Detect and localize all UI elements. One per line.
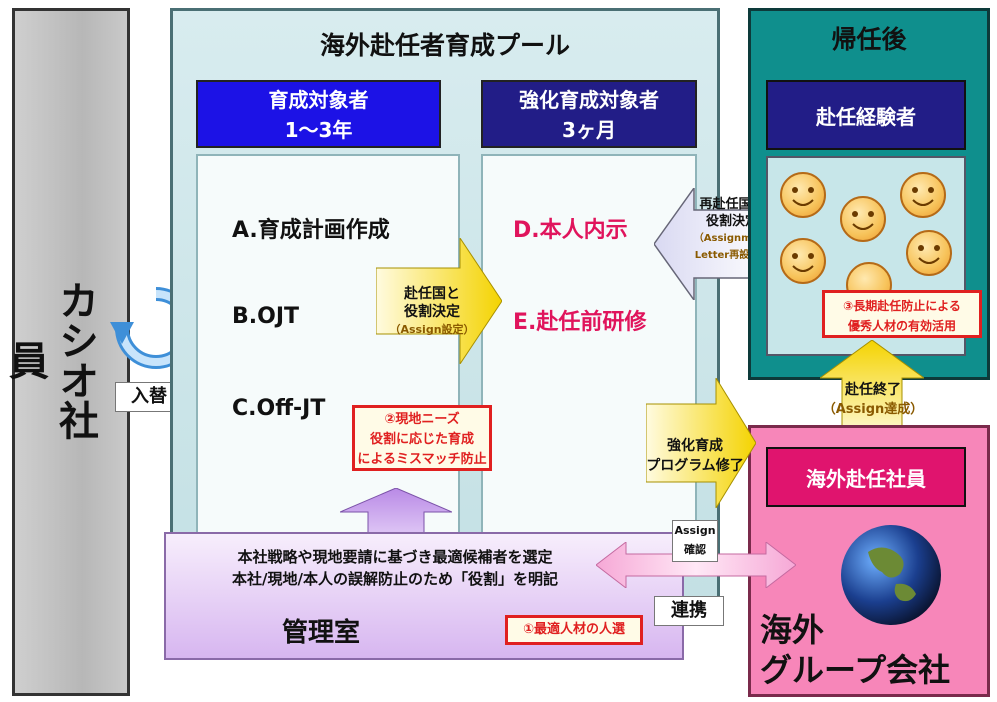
management-desc-line1: 本社戦略や現地要請に基づき最適候補者を選定 — [237, 548, 553, 566]
reassign-arrow-line2: 役割決定 — [705, 214, 758, 229]
assign-end-line2: （Assign達成） — [822, 402, 924, 417]
assign-check-line2: 確認 — [684, 543, 706, 556]
smiley-features — [792, 187, 940, 272]
col1-header-line2: 1～3年 — [284, 118, 353, 142]
casio-employees-column — [12, 8, 130, 696]
link-label: 連携 — [654, 596, 724, 626]
note-local-needs-line3: によるミスマッチ防止 — [357, 452, 487, 467]
program-done-line1: 強化育成 — [667, 438, 723, 454]
note-long-term-prevention: ③長期赴任防止による 優秀人材の有効活用 — [822, 290, 982, 338]
col2-item-e: E.赴任前研修 — [513, 310, 647, 335]
program-done-arrow-text: 強化育成 プログラム修了 — [630, 436, 760, 476]
assign-arrow-line2: 役割決定 — [404, 304, 460, 320]
col1-item-c: C.Off-JT — [232, 396, 326, 421]
after-return-title: 帰任後 — [831, 25, 907, 54]
assign-arrow-line1: 赴任国と — [404, 286, 460, 302]
assign-end-line1: 赴任終了 — [845, 382, 901, 398]
reassign-arrow-line4: Letter再設定） — [694, 250, 770, 261]
col2-header-line2: 3ヶ月 — [562, 118, 616, 142]
training-pool-title: 海外赴任者育成プール — [319, 31, 570, 60]
link-double-arrow — [596, 542, 796, 588]
returnee-header: 赴任経験者 — [766, 80, 966, 150]
smiley-face-icon — [906, 230, 952, 276]
overseas-staff-header: 海外赴任社員 — [766, 447, 966, 507]
reassign-arrow-line3: （Assignment — [693, 233, 771, 244]
note-local-needs-line2: 役割に応じた育成 — [369, 432, 474, 447]
col1-header: 育成対象者 1～3年 — [196, 80, 441, 148]
management-desc-line2: 本社/現地/本人の誤解防止のため「役割」を明記 — [232, 570, 558, 588]
note-local-needs: ②現地ニーズ 役割に応じた育成 によるミスマッチ防止 — [352, 405, 492, 471]
overseas-group-line2: グループ会社 — [760, 651, 951, 689]
assign-end-arrow-text: 赴任終了 （Assign達成） — [818, 380, 928, 420]
management-desc: 本社戦略や現地要請に基づき最適候補者を選定 本社/現地/本人の誤解防止のため「役… — [180, 546, 610, 590]
program-done-line2: プログラム修了 — [646, 458, 744, 474]
management-office-label: 管理室 — [282, 618, 361, 648]
col2-item-d: D.本人内示 — [513, 218, 628, 243]
note-long-term-line1: ③長期赴任防止による — [843, 299, 961, 313]
col2-header-line1: 強化育成対象者 — [519, 88, 659, 112]
overseas-group-name: 海外 グループ会社 — [760, 610, 950, 690]
assign-check-line1: Assign — [674, 524, 716, 537]
smiley-face-icon — [780, 238, 826, 284]
casio-employees-label: カシオ社員 — [2, 280, 98, 440]
note-optimal-selection: ①最適人材の人選 — [505, 615, 643, 645]
smiley-face-icon — [900, 172, 946, 218]
assign-arrow-line3: （Assign設定） — [389, 323, 475, 336]
globe-icon — [841, 525, 941, 625]
col1-header-line1: 育成対象者 — [268, 88, 369, 112]
col1-item-b: B.OJT — [232, 304, 300, 329]
overseas-group-line1: 海外 — [760, 611, 825, 649]
col1-item-a: A.育成計画作成 — [232, 218, 390, 243]
note-long-term-line2: 優秀人材の有効活用 — [847, 319, 956, 333]
col2-header: 強化育成対象者 3ヶ月 — [481, 80, 697, 148]
assign-check-box: Assign 確認 — [672, 520, 718, 562]
smiley-face-icon — [840, 196, 886, 242]
smiley-face-icon — [780, 172, 826, 218]
program-done-arrow-shape — [646, 378, 756, 508]
assign-arrow-text: 赴任国と 役割決定 （Assign設定） — [380, 285, 484, 339]
assign-arrow-shape — [376, 238, 502, 364]
note-local-needs-line1: ②現地ニーズ — [384, 412, 460, 427]
